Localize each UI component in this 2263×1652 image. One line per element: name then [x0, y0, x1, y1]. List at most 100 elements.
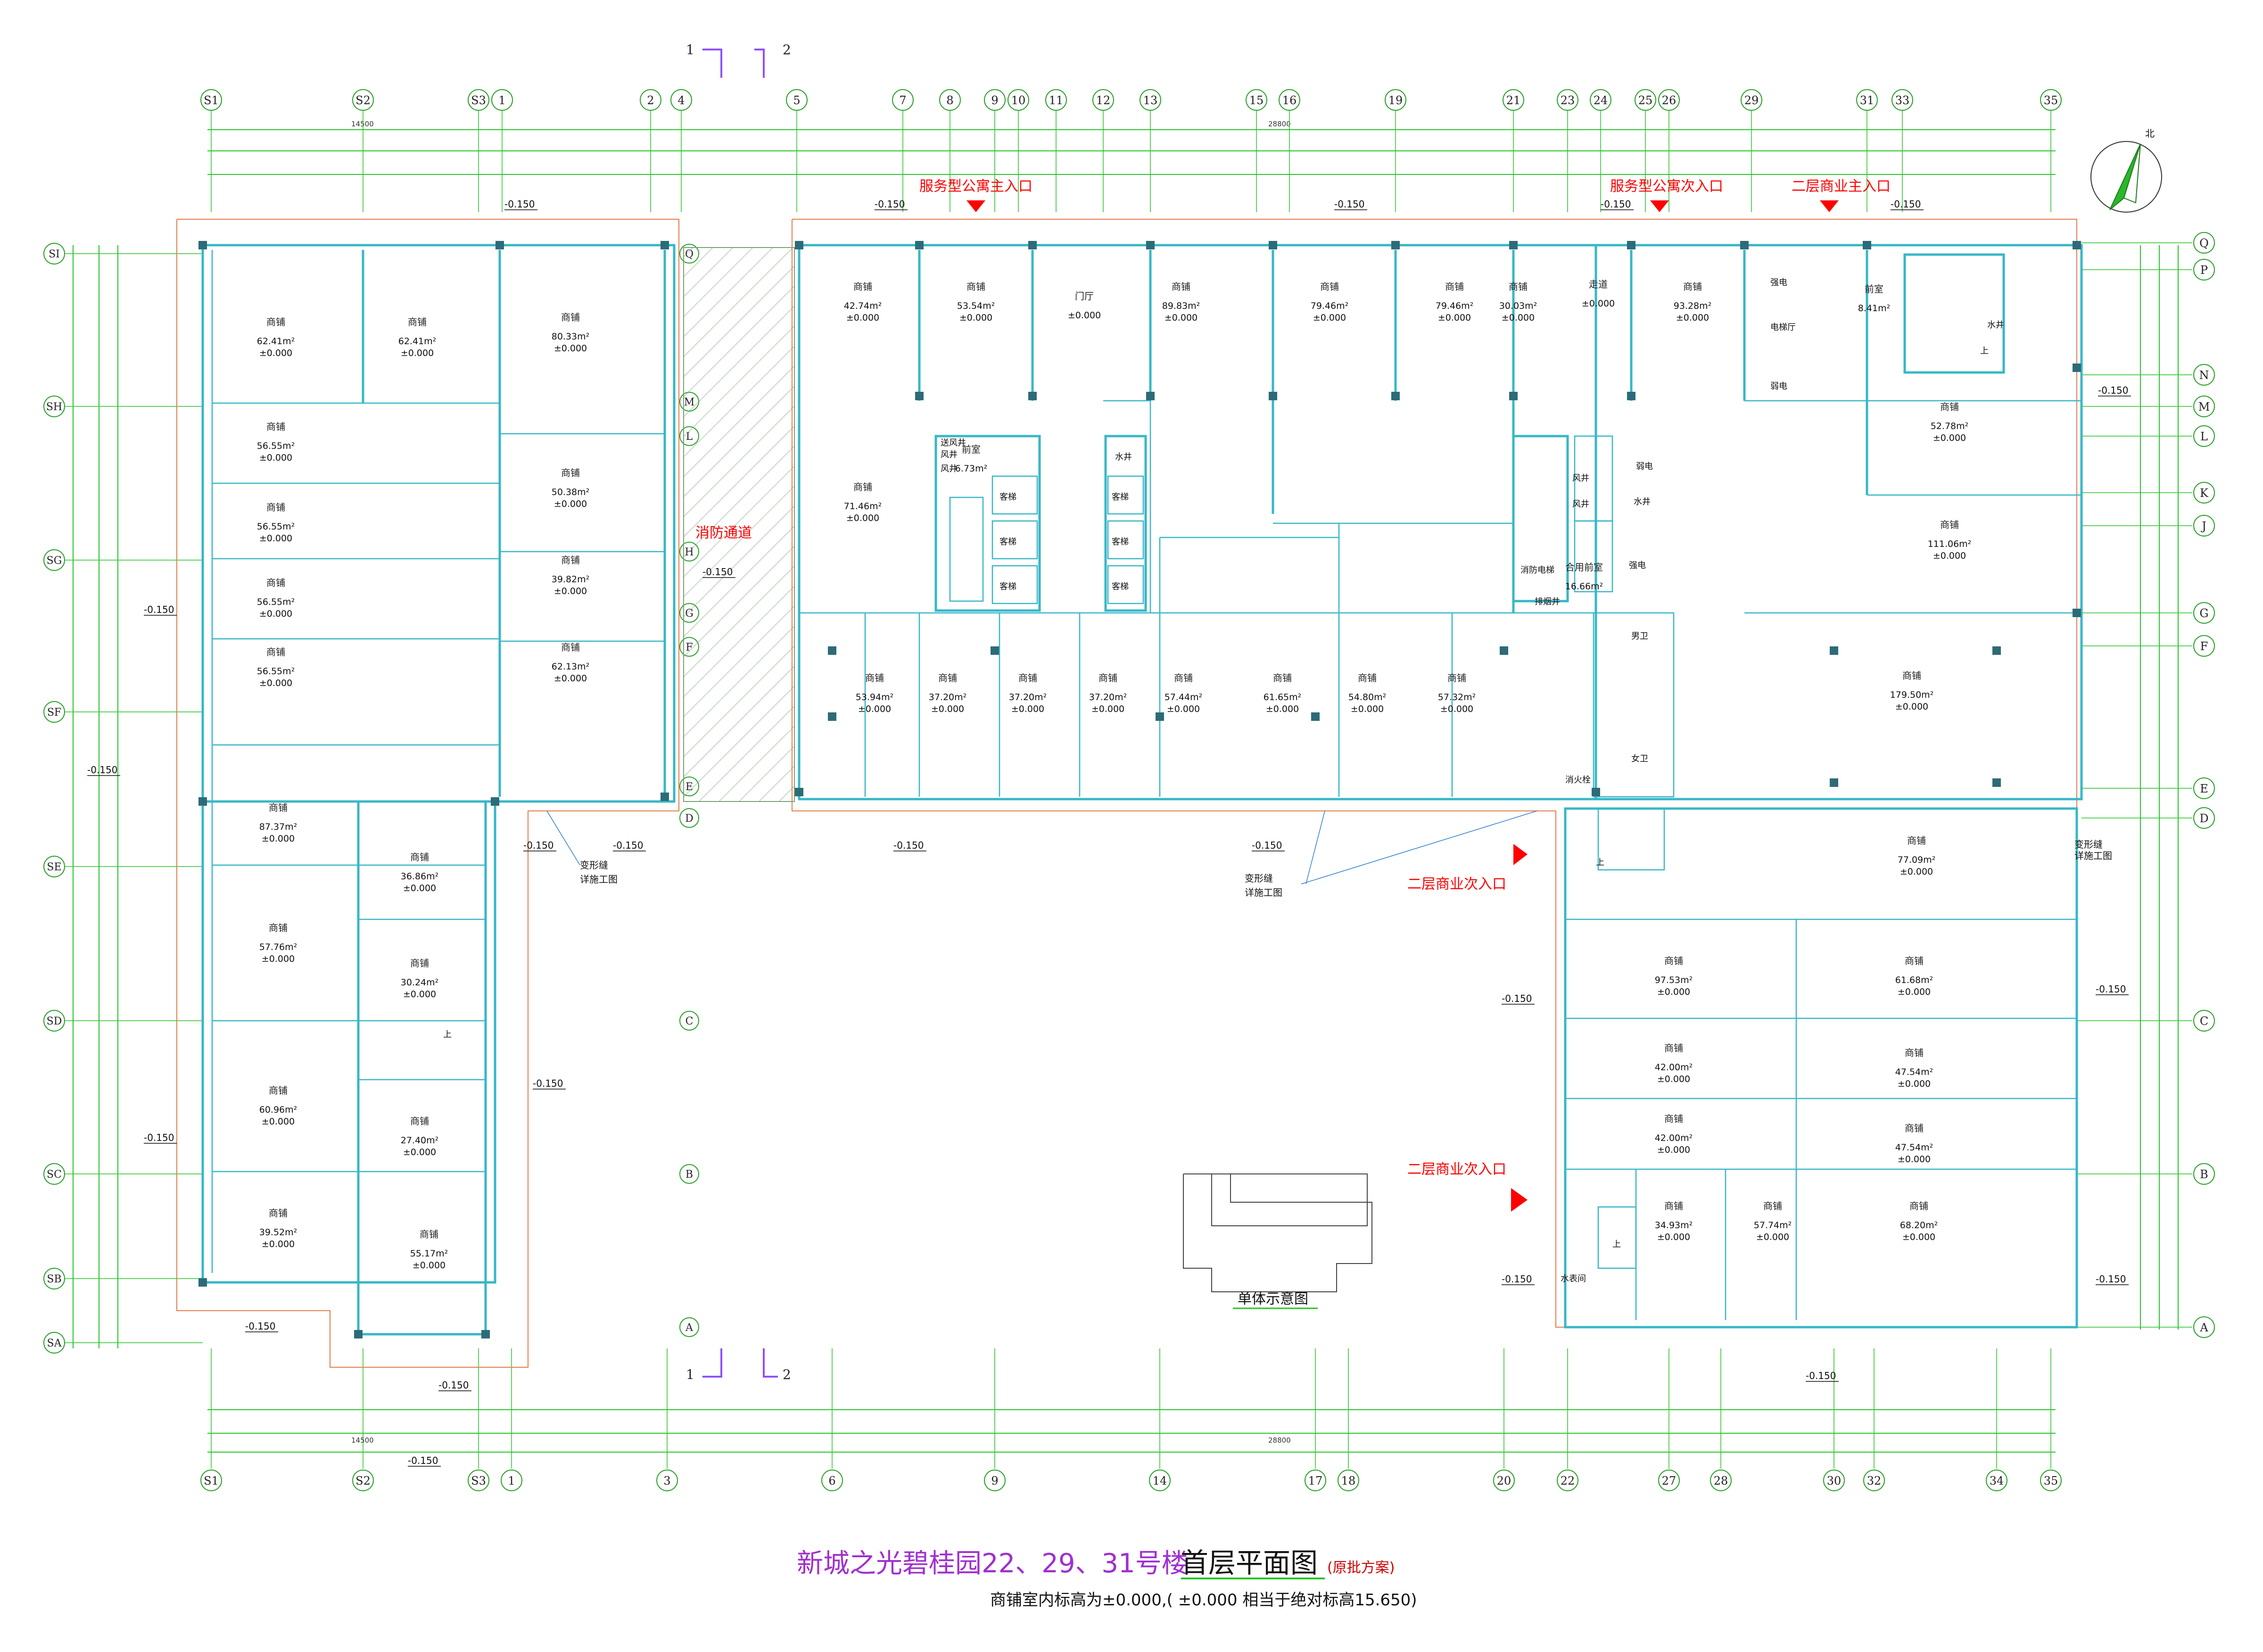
room-area: 52.78m² — [1931, 421, 1969, 431]
room-name: 商铺 — [938, 672, 957, 684]
room-level: ±0.000 — [1502, 313, 1535, 323]
axis-label-right: E — [2200, 782, 2208, 795]
room-level: ±0.000 — [1933, 551, 1966, 561]
axis-label-top: 1 — [498, 94, 505, 107]
room-level: ±0.000 — [259, 678, 292, 688]
room-level: ±0.000 — [1167, 704, 1200, 714]
room-name: 商铺 — [853, 281, 872, 292]
structural-column — [2073, 241, 2081, 249]
room-area: 56.55m² — [257, 597, 295, 607]
axis-label-top: 13 — [1143, 94, 1158, 107]
axis-bubble-bottom — [1710, 1470, 1732, 1491]
entrances: 服务型公寓主入口 服务型公寓次入口 二层商业主入口 二层商业次入口 二层商业次入… — [919, 178, 1891, 1212]
level-mark: -0.150 — [2096, 1273, 2126, 1285]
room-name: 商铺 — [1907, 835, 1926, 846]
room-area: 37.20m² — [1089, 692, 1127, 702]
level-mark: -0.150 — [144, 604, 174, 615]
entrance-commerce-sec-1-arrow — [1513, 844, 1528, 865]
structural-column — [1830, 778, 1838, 787]
structural-column — [198, 797, 207, 806]
axis-label-mid: A — [685, 1322, 694, 1334]
axis-label-top: 4 — [677, 94, 685, 107]
room-name: 商铺 — [1098, 672, 1117, 684]
axis-label-top: 16 — [1282, 94, 1297, 107]
room-area: 179.50m² — [1890, 690, 1934, 700]
axis-bubble-top — [1385, 89, 1406, 111]
room-level: ±0.000 — [259, 453, 292, 463]
structural-column — [354, 1330, 363, 1338]
room-name: 商铺 — [269, 922, 288, 933]
structural-column — [2073, 609, 2081, 617]
room-area: 62.41m² — [257, 336, 295, 347]
level-mark: -0.150 — [1334, 198, 1364, 210]
axis-bubble-top — [352, 89, 374, 111]
room-level: ±0.000 — [259, 533, 292, 544]
structural-column — [1391, 392, 1400, 400]
entrance-commerce-main-arrow — [1820, 200, 1839, 212]
axis-bubble-top — [1557, 89, 1578, 111]
room-level: ±0.000 — [1756, 1232, 1789, 1242]
room-level: ±0.000 — [1657, 1074, 1690, 1084]
axis-bubble-right — [2193, 777, 2215, 799]
axis-bubble-top — [1008, 89, 1029, 111]
axis-bubble-right — [2193, 425, 2215, 447]
room-name: 商铺 — [561, 312, 580, 323]
room-area: 37.20m² — [1009, 692, 1047, 702]
structural-column — [1146, 392, 1155, 400]
room-name: 商铺 — [1905, 955, 1924, 966]
level-mark: -0.150 — [408, 1455, 438, 1466]
room-name: 商铺 — [1174, 672, 1193, 684]
axis-label-left: SC — [47, 1169, 62, 1181]
axis-label-bottom: 34 — [1990, 1474, 2004, 1487]
room-name: 前室 — [1865, 283, 1883, 295]
axis-label-bottom: 18 — [1341, 1474, 1356, 1487]
room-area: 56.55m² — [257, 521, 295, 532]
room-level: ±0.000 — [1657, 1232, 1690, 1242]
dim-bottom-left: 14500 — [351, 1436, 374, 1445]
structural-column — [661, 241, 669, 249]
water-well-label-2: 水井 — [1634, 497, 1651, 507]
water-room-label: 水表间 — [1561, 1274, 1586, 1284]
axis-bubble-top — [984, 89, 1006, 111]
strong-label-2: 强电 — [1770, 278, 1787, 288]
room-area: 68.20m² — [1900, 1220, 1938, 1231]
axis-label-mid: C — [686, 1016, 694, 1027]
room-level: ±0.000 — [554, 499, 587, 509]
room-level: ±0.000 — [1011, 704, 1044, 714]
weak-label: 弱电 — [1636, 462, 1653, 471]
room-name: 商铺 — [1445, 281, 1464, 292]
axis-label-top: 5 — [793, 94, 800, 107]
level-mark: -0.150 — [438, 1379, 469, 1391]
drawing-subtitle: 商铺室内标高为±0.000,( ±0.000 相当于绝对标高15.650) — [990, 1591, 1417, 1610]
axis-label-top: S1 — [204, 94, 219, 107]
room-level: ±0.000 — [1582, 298, 1615, 309]
axis-system-left — [73, 245, 118, 1348]
axis-bubble-left — [43, 243, 65, 264]
axis-bubble-bottom — [1986, 1470, 2007, 1491]
room-name: 商铺 — [269, 1207, 288, 1219]
axis-label-bottom: 22 — [1561, 1474, 1575, 1487]
room-level: ±0.000 — [403, 883, 436, 893]
section-mark-2-bottom: 2 — [783, 1367, 791, 1382]
axis-bubble-top — [491, 89, 513, 111]
axis-bubble-mid — [679, 808, 699, 828]
up-label-2: 上 — [443, 1030, 452, 1040]
axis-label-top: 31 — [1860, 94, 1875, 107]
room-level: ±0.000 — [1266, 704, 1299, 714]
level-mark: -0.150 — [2098, 385, 2128, 396]
structural-column — [198, 241, 207, 249]
structural-column — [1592, 788, 1600, 796]
structural-column — [1156, 712, 1164, 721]
lift-label-3: 客梯 — [999, 582, 1016, 592]
section-mark-2-top: 2 — [783, 42, 791, 58]
level-mark: -0.150 — [2096, 983, 2126, 995]
axis-label-top: 8 — [946, 94, 953, 107]
axis-bubble-top — [892, 89, 914, 111]
axis-label-top: S2 — [355, 94, 371, 107]
axis-label-right: Q — [2199, 237, 2209, 250]
room-name: 合用前室 — [1565, 562, 1603, 573]
axis-label-left: SH — [46, 401, 62, 413]
structural-column — [1500, 646, 1508, 655]
